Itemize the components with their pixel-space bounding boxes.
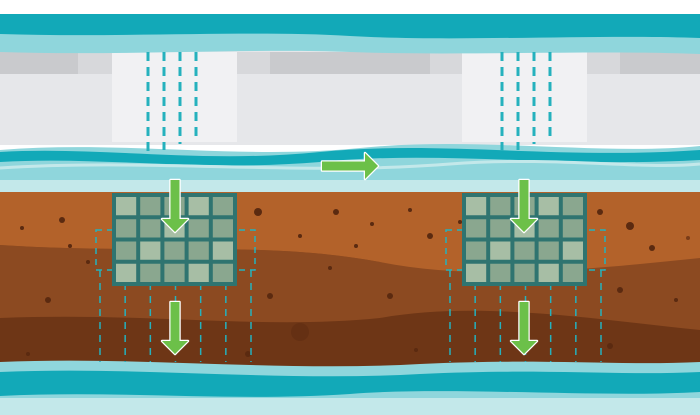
soil-speck [427, 233, 433, 239]
soil-speck [649, 245, 655, 251]
grid-cell-square [189, 219, 209, 237]
soil-speck [370, 222, 374, 226]
soil-speck [26, 352, 30, 356]
grid-cell-square [189, 197, 209, 215]
grid-cell-square [563, 219, 583, 237]
soil-speck [68, 244, 72, 248]
soil-speck [267, 293, 273, 299]
soil-speck [86, 260, 90, 264]
top-white-band [0, 0, 700, 14]
grid-cell-square [213, 242, 233, 260]
soil-speck [254, 208, 262, 216]
grid-cell-square [514, 242, 534, 260]
grid-cell-square [140, 264, 160, 282]
soil-speck [626, 222, 634, 230]
grid-cell-square [490, 264, 510, 282]
soil-speck [414, 348, 418, 352]
grid-cell-square [563, 197, 583, 215]
grid-cell-square [466, 242, 486, 260]
grid-cell-square [466, 219, 486, 237]
grid-cell-square [539, 242, 559, 260]
grid-cell-square [466, 197, 486, 215]
grid-cell-square [539, 197, 559, 215]
soil-speck [617, 287, 623, 293]
grid-cell-square [164, 242, 184, 260]
grid-cell-square [213, 219, 233, 237]
grid-cell-square [490, 242, 510, 260]
surface-water-base [0, 180, 700, 192]
grid-cell-square [189, 264, 209, 282]
soil-speck [59, 217, 65, 223]
grid-cell-square [116, 264, 136, 282]
grid-cell-square [140, 242, 160, 260]
grid-cell-square [164, 264, 184, 282]
soil-speck [674, 298, 678, 302]
soil-speck [607, 343, 613, 349]
grid-cell-square [140, 197, 160, 215]
grid-cell-square [563, 242, 583, 260]
soil-speck [45, 297, 51, 303]
soil-speck [354, 244, 358, 248]
soil-speck [387, 293, 393, 299]
groundwater-base [0, 398, 700, 415]
soil-speck [245, 351, 251, 357]
grid-cell-square [116, 197, 136, 215]
pavement-slab-3 [270, 52, 430, 74]
grid-cell-square [116, 219, 136, 237]
pavement-slab-5 [0, 52, 78, 74]
soil-speck [458, 220, 462, 224]
grid-cell-square [116, 242, 136, 260]
soil-speck [298, 234, 302, 238]
grid-cell-square [213, 197, 233, 215]
grid-cell-square [466, 264, 486, 282]
grid-cell-square [490, 197, 510, 215]
soil-speck [328, 266, 332, 270]
grid-cell-square [539, 264, 559, 282]
grid-cell-square [189, 242, 209, 260]
grid-cell-square [514, 264, 534, 282]
pavement-slab-2 [462, 52, 587, 142]
soil-speck [686, 236, 690, 240]
grid-cell-square [539, 219, 559, 237]
pavement-slab-1 [112, 52, 237, 142]
soil-speck [408, 208, 412, 212]
soil-speck [333, 209, 339, 215]
soil-speck [597, 209, 603, 215]
grid-cell-square [563, 264, 583, 282]
grid-cell-square [490, 219, 510, 237]
pavement-slab-4 [620, 52, 700, 74]
grid-cell-square [213, 264, 233, 282]
soil-speck [291, 323, 309, 341]
grid-cell-square [140, 219, 160, 237]
soil-speck [20, 226, 24, 230]
